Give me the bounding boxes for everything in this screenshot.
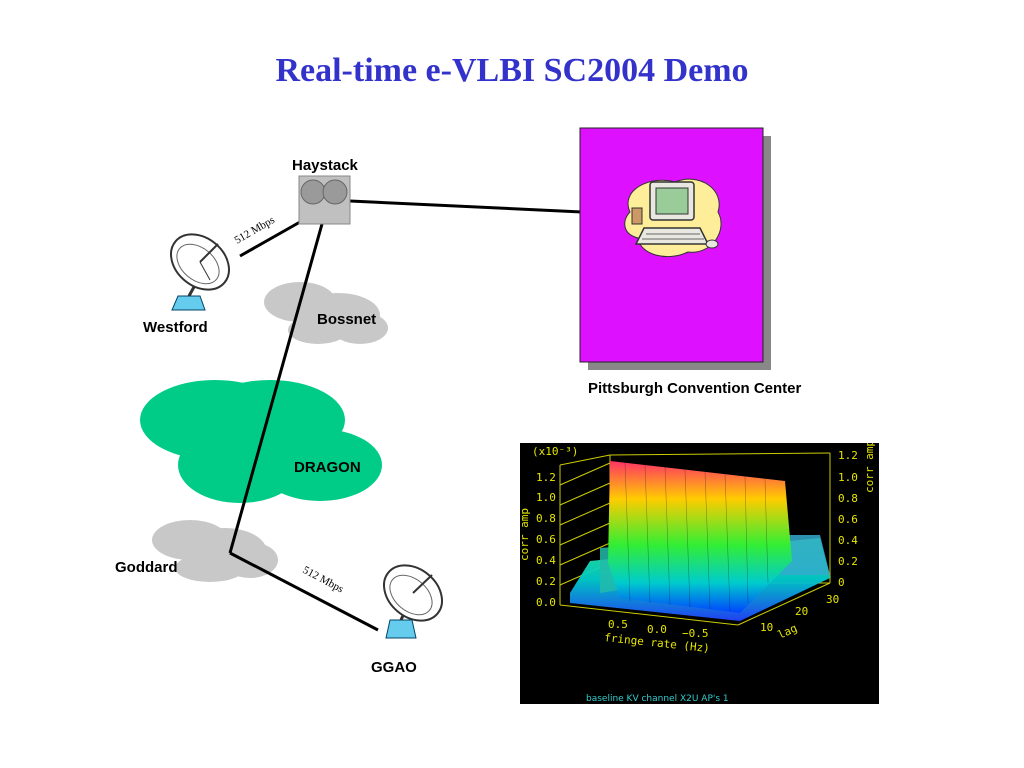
plot-fringe-tick: 0.5: [608, 618, 628, 631]
plot-fringe-tick: 0.0: [647, 623, 667, 636]
haystack-goddard-link: [228, 223, 324, 554]
dragon-label: DRAGON: [294, 459, 361, 476]
haystack-pittsburgh-link: [349, 199, 583, 214]
plot-ylabel-right: corr amp: [863, 443, 876, 493]
correlation-plot-svg: (x10⁻³) 1.2 1.0 0.8 0.6 0.4 0.2 0.0 corr…: [518, 440, 876, 704]
plot-footer: baseline KV channel X2U AP's 1: [586, 694, 729, 704]
plot-lag-tick: 20: [795, 605, 808, 618]
plot-lag-label: lag: [776, 622, 800, 642]
plot-main-peak: [608, 461, 792, 613]
plot-lag-tick: 30: [826, 593, 839, 606]
plot-y-tick: 1.0: [536, 491, 556, 504]
slide-title: Real-time e-VLBI SC2004 Demo: [275, 52, 749, 89]
dragon-cloud: [140, 380, 382, 503]
ggao-rate-label: 512 Mbps: [301, 564, 346, 595]
plot-exponent: (x10⁻³): [532, 445, 578, 458]
plot-y-tick-right: 1.2: [838, 449, 858, 462]
plot-y-tick-right: 1.0: [838, 471, 858, 484]
correlation-plot: (x10⁻³) 1.2 1.0 0.8 0.6 0.4 0.2 0.0 corr…: [518, 440, 879, 704]
plot-y-tick: 0.4: [536, 554, 556, 567]
plot-y-tick: 1.2: [536, 471, 556, 484]
goddard-label: Goddard: [115, 559, 178, 576]
plot-y-tick-right: 0.2: [838, 555, 858, 568]
plot-y-tick: 0.0: [536, 596, 556, 609]
plot-left-ticks: 1.2 1.0 0.8 0.6 0.4 0.2 0.0: [536, 471, 556, 609]
haystack-label: Haystack: [292, 157, 358, 174]
plot-y-tick-right: 0: [838, 576, 845, 589]
plot-y-tick-right: 0.8: [838, 492, 858, 505]
plot-y-tick-right: 0.6: [838, 513, 858, 526]
westford-haystack-link: [239, 220, 301, 258]
plot-y-tick-right: 0.4: [838, 534, 858, 547]
westford-rate-label: 512 Mbps: [233, 214, 277, 247]
plot-lag-tick: 10: [760, 621, 773, 634]
plot-fringe-tick: −0.5: [682, 627, 709, 640]
plot-right-ticks: 1.2 1.0 0.8 0.6 0.4 0.2 0: [838, 449, 858, 589]
pittsburgh-label: Pittsburgh Convention Center: [588, 380, 802, 397]
plot-ylabel-left: corr amp: [520, 508, 531, 561]
plot-y-tick: 0.2: [536, 575, 556, 588]
plot-y-tick: 0.8: [536, 512, 556, 525]
westford-label: Westford: [143, 319, 208, 336]
plot-y-tick: 0.6: [536, 533, 556, 546]
westford-antenna-icon: [170, 233, 230, 311]
router-icon: [298, 175, 351, 225]
bossnet-label: Bossnet: [317, 311, 377, 328]
goddard-ggao-link: [229, 551, 379, 632]
plot-peak-hatching: [624, 462, 769, 612]
computer-icon: [624, 178, 722, 258]
ggao-antenna-icon: [383, 564, 443, 639]
ggao-label: GGAO: [371, 659, 417, 676]
